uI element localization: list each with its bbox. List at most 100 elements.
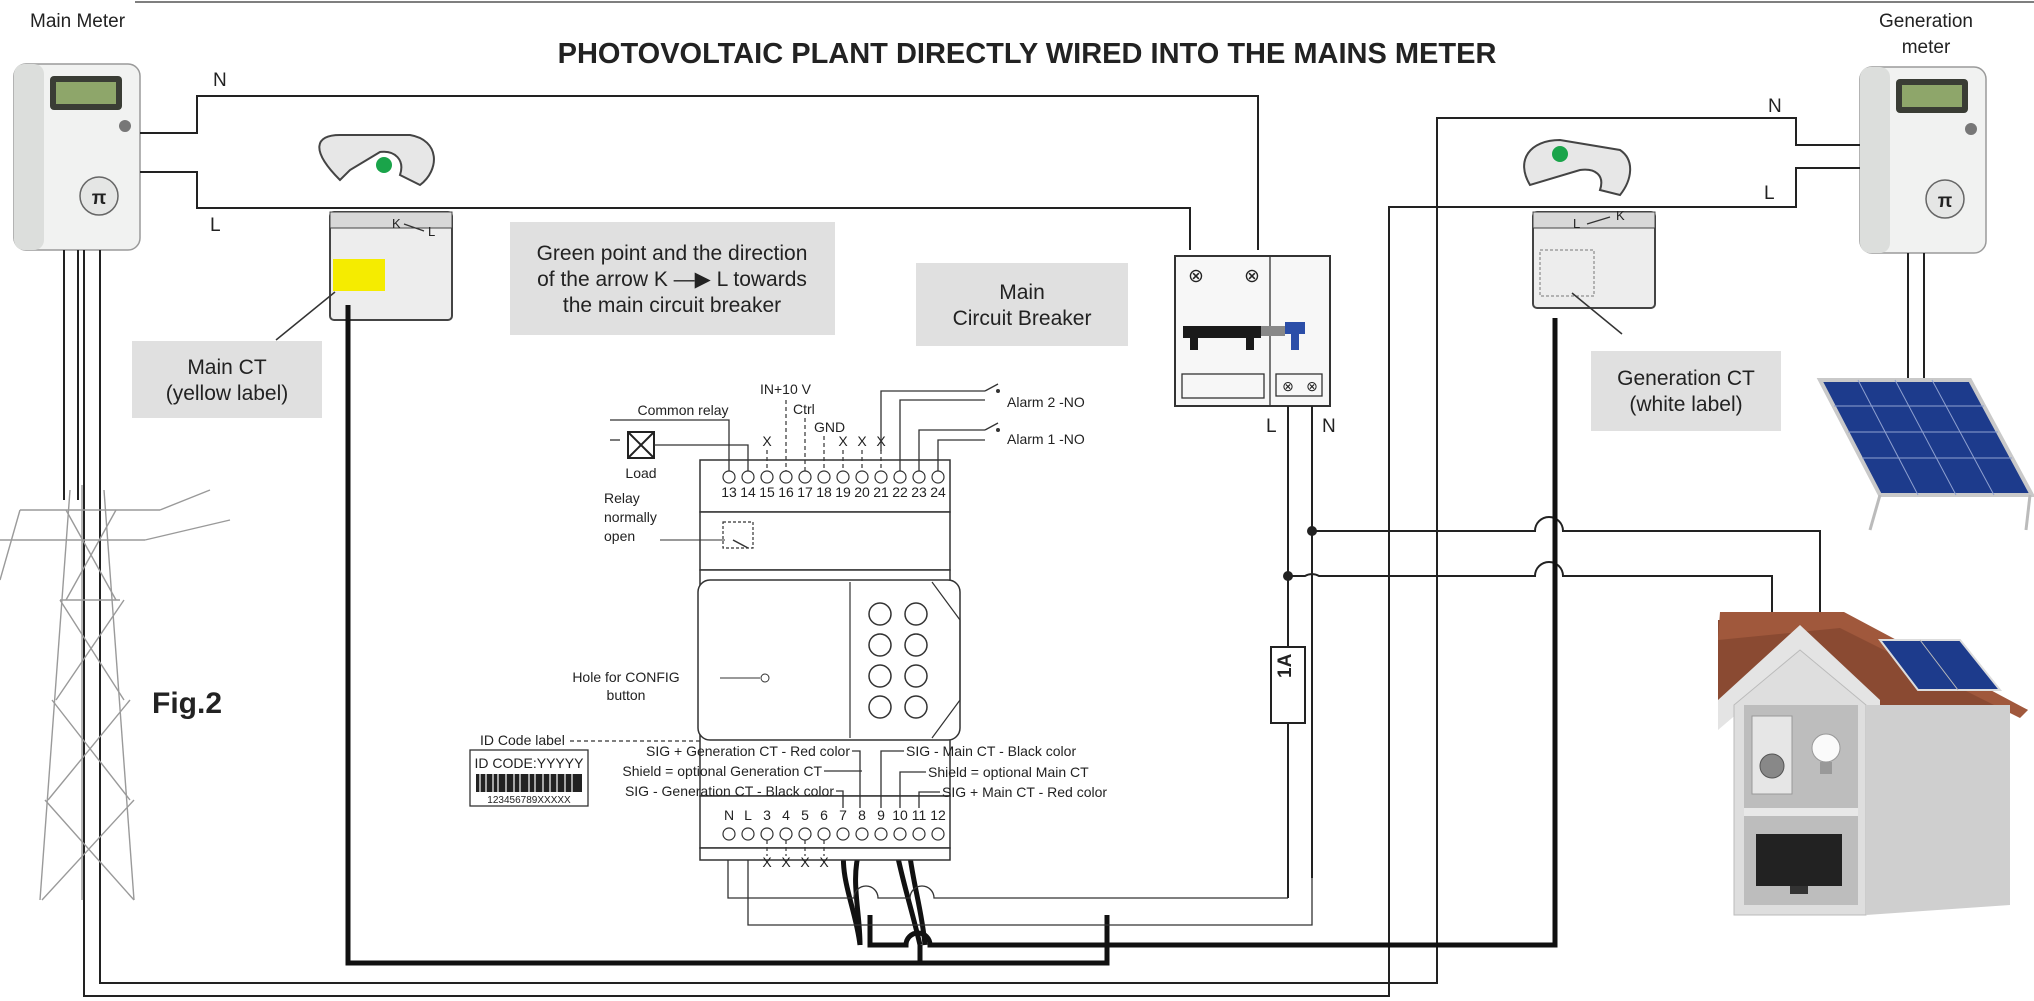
main-ct-callout-line2: (yellow label) [166,382,289,405]
config-hole [760,673,770,683]
fuse-1a: 1A [1270,646,1306,724]
terminal-n: N [724,807,734,823]
main-breaker-callout-line2: Circuit Breaker [953,307,1092,330]
main-meter: Main Meter π [13,11,141,251]
id-label-caption: ID Code label [480,732,565,748]
bottom-terminal-numbers: N L 3 4 5 6 7 8 9 10 11 12 [724,807,946,823]
terminal-19: 19 [835,484,851,500]
sig-plus-main-label: SIG + Main CT - Red color [942,784,1107,800]
terminal-3: 3 [763,807,771,823]
main-breaker-callout: Main Circuit Breaker [916,263,1128,346]
relay-no-label-3: open [604,528,635,544]
svg-text:⊗: ⊗ [1244,266,1260,287]
relay-no-label-2: normally [604,509,657,525]
green-point-callout-line3: the main circuit breaker [563,294,781,317]
terminal-22: 22 [892,484,908,500]
terminal-10: 10 [892,807,908,823]
tv-icon [1756,834,1842,886]
generation-ct-k-mark: K [1616,208,1625,223]
sig-plus-gen-label: SIG + Generation CT - Red color [646,743,850,759]
terminal-20: 20 [854,484,870,500]
terminal-7: 7 [839,807,847,823]
page-title: PHOTOVOLTAIC PLANT DIRECTLY WIRED INTO T… [558,38,1497,70]
svg-text:⊗: ⊗ [1188,266,1204,287]
terminal-11: 11 [912,807,927,823]
x-terminal-3: X [762,854,772,870]
config-hole-label-2: button [607,687,646,703]
sig-minus-gen-label: SIG - Generation CT - Black color [625,783,834,799]
main-meter-label: Main Meter [30,11,126,32]
generation-line-label: L [1764,183,1775,204]
ctrl-label: Ctrl [793,401,815,417]
alarm2-label: Alarm 2 -NO [1007,394,1085,410]
figure-label: Fig.2 [152,687,222,720]
terminal-l: L [744,807,752,823]
main-meter-plug-icon: π [92,188,107,209]
green-point-callout-line1: Green point and the direction [537,242,808,265]
terminal-6: 6 [820,807,828,823]
main-ct-callout-line1: Main CT [187,356,267,379]
x-terminal-15: X [762,433,772,449]
fuse-label: 1A [1275,653,1296,678]
generation-ct-callout: Generation CT (white label) [1591,351,1781,431]
main-ct-callout: Main CT (yellow label) [132,341,322,418]
main-breaker-callout-line1: Main [999,281,1045,304]
control-device: Hole for CONFIG button 13 14 15 16 17 18… [572,459,961,861]
terminal-8: 8 [858,807,866,823]
generation-wiring: N L [83,96,1925,997]
generation-ct-callout-line2: (white label) [1629,393,1742,416]
top-terminal-numbers: 13 14 15 16 17 18 19 20 21 22 23 24 [721,484,946,500]
terminal-9: 9 [877,807,885,823]
generation-ct-callout-line1: Generation CT [1617,367,1755,390]
gnd-label: GND [814,419,845,435]
svg-text:⊗: ⊗ [1306,378,1318,394]
terminal-18: 18 [816,484,832,500]
x-terminal-6: X [819,854,829,870]
main-ct: K L [275,134,453,341]
breaker-handle [1285,322,1305,334]
ct-signal-wiring [345,305,1558,966]
terminal-15: 15 [759,484,775,500]
house-icon [1718,612,2028,916]
terminal-12: 12 [930,807,946,823]
sig-minus-main-label: SIG - Main CT - Black color [906,743,1076,759]
power-pylon-icon [0,250,231,901]
terminal-24: 24 [930,484,946,500]
id-code-label: ID Code label ID CODE:YYYYY 123456789XXX… [469,732,700,807]
main-ct-green-point [376,157,392,173]
config-hole-label-1: Hole for CONFIG [572,669,679,685]
mains-neutral-label: N [213,70,227,91]
main-circuit-breaker: ⊗ ⊗ ⊗ ⊗ L N [1174,255,1336,437]
main-ct-yellow-label [333,259,385,291]
common-relay-label: Common relay [637,402,728,418]
terminal-16: 16 [778,484,794,500]
solar-panel-icon [1816,378,2034,531]
id-label-serial: 123456789XXXXX [487,795,571,806]
device-top-wiring: Load Common relay Relay normally open IN… [604,381,1085,544]
generation-ct: L K [1523,138,1656,335]
terminal-23: 23 [911,484,927,500]
svg-text:⊗: ⊗ [1282,378,1294,394]
generation-meter-plug-icon: π [1938,191,1953,212]
generation-meter-label-2: meter [1902,37,1951,58]
shield-gen-label: Shield = optional Generation CT [622,763,822,779]
x-terminal-20: X [857,433,867,449]
generation-meter: Generation meter π [1859,11,1987,254]
main-ct-l-mark: L [428,224,435,239]
green-point-callout-line2: of the arrow K —▶ L towards [537,268,807,291]
generation-ct-pointer [1571,292,1623,335]
generation-ct-green-point [1552,146,1568,162]
terminal-14: 14 [740,484,756,500]
x-terminal-5: X [800,854,810,870]
x-terminal-19: X [838,433,848,449]
main-ct-k-mark: K [392,216,401,231]
generation-meter-label-1: Generation [1879,11,1973,32]
light-bulb-icon [1811,733,1841,763]
generation-ct-l-mark: L [1573,216,1580,231]
generation-neutral-label: N [1768,96,1782,117]
load-label: Load [625,465,656,481]
id-label-code: ID CODE:YYYYY [475,755,585,771]
main-ct-pointer [275,291,336,341]
x-terminal-4: X [781,854,791,870]
